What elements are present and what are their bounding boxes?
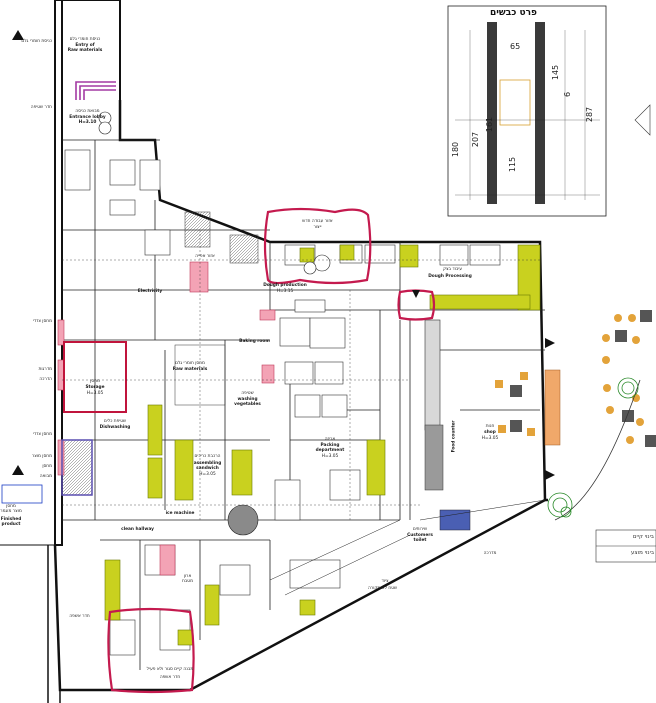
- label-packing-he: אריזה: [324, 437, 336, 442]
- inset-dim-1: 180: [451, 141, 461, 158]
- label-storage2-he: מחסן מוצר מוגמר: [0, 504, 22, 514]
- inset-dim-4: 6: [563, 91, 573, 98]
- label-shop-h: H=3.05: [481, 436, 499, 441]
- label-assembling-h: H=3.05: [199, 472, 216, 477]
- label-dough-production-h: H=3.15: [276, 289, 294, 294]
- storage-outline: [63, 341, 127, 413]
- bottom-wall: [269, 499, 546, 596]
- label-lobby-he: מבואת כניסה: [75, 109, 100, 114]
- side-label-6: מחסן צדדי: [32, 432, 52, 437]
- label-raw-en: Raw materials: [172, 367, 208, 372]
- legend-proposed: בינוי מוצע: [630, 550, 654, 556]
- pink-walls: [57, 261, 276, 576]
- label-ice-machine: ice machine: [165, 511, 195, 516]
- label-storage-he: מחסן: [90, 379, 100, 384]
- label-dough-production: Dough production: [263, 283, 307, 288]
- label-storage-en: Storage: [85, 385, 105, 390]
- label-finished-product: Finished product: [0, 517, 22, 527]
- storage-blue: [61, 439, 93, 496]
- side-label-4: מדרגות: [38, 367, 52, 372]
- inset-title: פרט כבשים: [490, 8, 537, 18]
- label-assembling: assembling sandwich: [193, 461, 222, 471]
- entry-ducts: [75, 81, 116, 100]
- label-packing-h: H=3.05: [321, 454, 339, 459]
- label-food-counter: Food counter: [451, 420, 457, 453]
- inset-dim-7: 145: [551, 64, 561, 81]
- green-equipment: [104, 244, 541, 646]
- equipment: [64, 149, 501, 656]
- label-sidewalk-he: מדרכה: [483, 551, 497, 556]
- inset-dim-6: 161: [485, 116, 495, 133]
- side-label-8: מחסן: [42, 464, 52, 469]
- outdoor-seating: [554, 310, 656, 521]
- highlight-note: אזור עבודה חדש: [302, 219, 333, 224]
- inset-dim-5: 287: [585, 106, 595, 123]
- trees: [547, 377, 639, 518]
- label-dishwashing: Dishwashing: [99, 425, 131, 430]
- label-washing-he: שטיפה: [241, 391, 254, 396]
- label-electricity: Electricity: [137, 289, 163, 294]
- bottom-label-1: מבנה קיים סגור ולא פעיל: [146, 667, 194, 672]
- legend-box: [595, 529, 656, 563]
- label-dough-he: עיבוד בצק: [442, 267, 463, 272]
- label-lobby-en: Entrance lobby H=3.10: [69, 115, 106, 125]
- label-washing: washing vegetables: [234, 397, 261, 407]
- label-packing: Packing department: [315, 443, 345, 453]
- label-entry-he: כניסת חומרי גלם: [69, 37, 101, 42]
- label-entry-en: Entry of Raw materials: [67, 43, 103, 53]
- label-shop-he: חנות: [485, 424, 495, 429]
- side-label-2: חדר שטיפה: [30, 105, 52, 110]
- label-baking-room: Baking room: [239, 339, 270, 344]
- circulation-lines: [62, 230, 540, 520]
- label-waste-he: חדר אשפה: [69, 614, 90, 619]
- label-dough-processing: Dough Processing: [428, 274, 472, 279]
- label-toilets-he: שירותים: [412, 527, 428, 532]
- label-raw-he: מחסן חומרי גלם: [175, 361, 205, 366]
- inset-dim-8: 65: [510, 42, 521, 51]
- inset-dim-2: 207: [471, 131, 481, 148]
- side-label-1: כניסת חומרי גלם: [21, 39, 52, 44]
- label-customers-toilet: Customers toilet: [407, 533, 433, 543]
- side-label-3: מחסן צדדי: [32, 319, 52, 324]
- label-bakers-he: ארון מטבח: [182, 574, 193, 584]
- label-shop: shop: [484, 430, 496, 435]
- legend-existing: בינוי קיים: [632, 534, 654, 540]
- detail-inset: [447, 5, 607, 217]
- side-label-7: מחסן מוצר: [31, 454, 52, 459]
- side-label-5: הדרכה: [39, 377, 52, 382]
- label-clean-hallway: clean hallway: [121, 527, 154, 532]
- label-parking-he: ציוד: [381, 579, 389, 584]
- grey-counters: [424, 424, 471, 531]
- highlight-zones: [107, 207, 436, 694]
- direction-markers: [12, 30, 555, 480]
- bottom-label-3: חדר אשפה: [159, 675, 181, 680]
- label-baking-he: אזור אפייה: [195, 254, 215, 259]
- building-walls: [0, 0, 548, 703]
- side-label-9: מבואה: [39, 474, 52, 479]
- highlight-note-2: ייצור: [313, 225, 322, 230]
- label-storage-h: H=3.05: [86, 391, 104, 396]
- left-markers: [1, 484, 43, 504]
- round-elements: [98, 111, 331, 536]
- bottom-label-2: שטח לא מקורה: [367, 586, 398, 591]
- compass-marker: [634, 104, 651, 136]
- inset-dim-3: 115: [508, 156, 518, 173]
- label-assembling-he: הרכבת כריכים: [194, 454, 221, 459]
- shop-tables: [495, 369, 561, 446]
- label-dishwashing-he: שטיפת כלים: [103, 419, 127, 424]
